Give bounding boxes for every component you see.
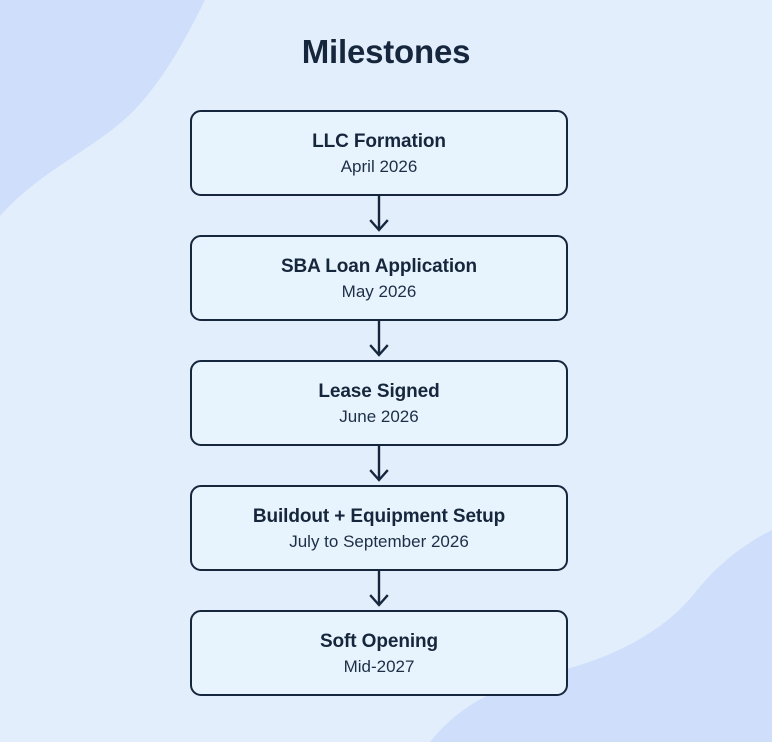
milestone-label: Buildout + Equipment Setup — [252, 505, 506, 527]
milestone-node[interactable]: Buildout + Equipment Setup July to Septe… — [190, 485, 568, 571]
arrow-down-icon — [369, 571, 389, 607]
milestone-node[interactable]: LLC Formation April 2026 — [190, 110, 568, 196]
milestone-node[interactable]: SBA Loan Application May 2026 — [190, 235, 568, 321]
milestone-date: June 2026 — [339, 406, 419, 426]
milestone-label: Soft Opening — [319, 630, 439, 652]
arrow-down-icon — [369, 321, 389, 357]
milestone-date: Mid-2027 — [343, 656, 415, 676]
arrow-down-icon — [369, 196, 389, 232]
milestone-date: May 2026 — [341, 281, 417, 301]
milestone-label: SBA Loan Application — [280, 255, 478, 277]
milestone-label: Lease Signed — [318, 380, 440, 402]
milestone-node[interactable]: Lease Signed June 2026 — [190, 360, 568, 446]
milestone-date: July to September 2026 — [289, 531, 469, 551]
milestone-flowchart: LLC Formation April 2026 SBA Loan Applic… — [190, 110, 568, 696]
page-title: Milestones — [301, 33, 471, 70]
arrow-down-icon — [369, 446, 389, 482]
milestone-label: LLC Formation — [312, 130, 446, 152]
milestone-date: April 2026 — [340, 156, 418, 176]
milestone-node[interactable]: Soft Opening Mid-2027 — [190, 610, 568, 696]
